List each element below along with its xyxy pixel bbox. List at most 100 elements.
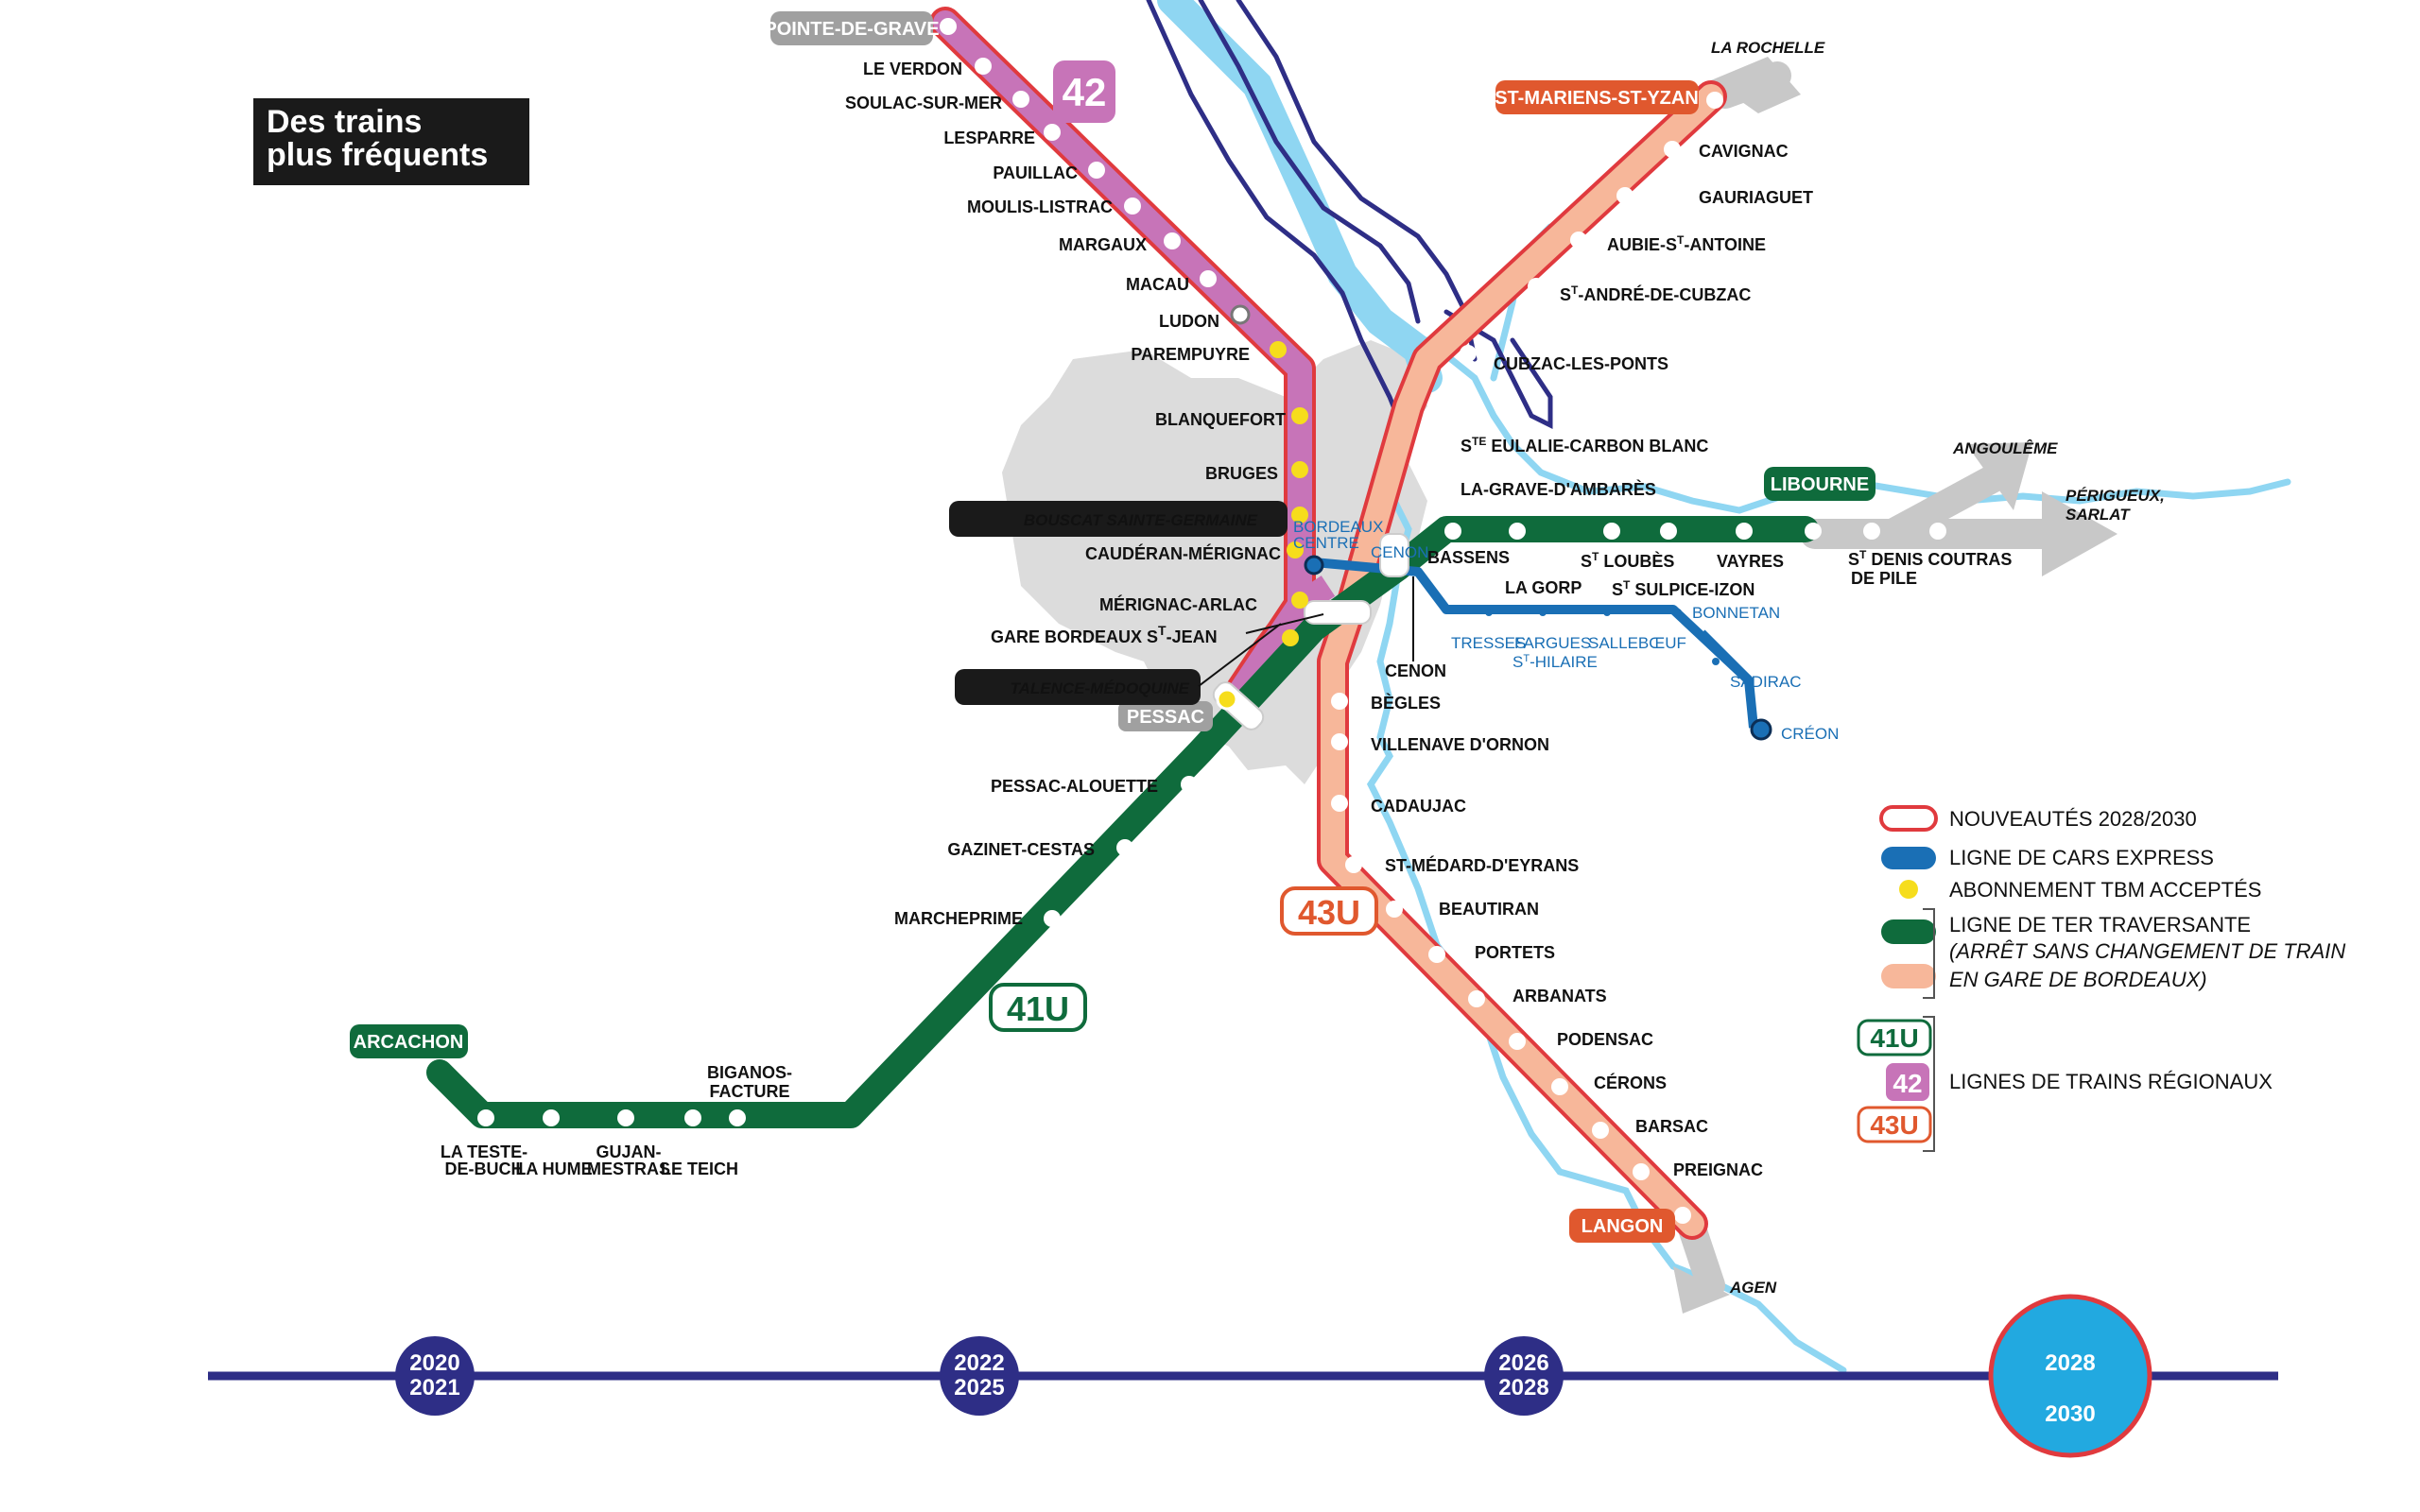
bus-creon: CRÉON (1781, 725, 1839, 743)
svg-text:2028: 2028 (1498, 1375, 1548, 1400)
terminus-st-mariens: ST-MARIENS-ST-YZAN (1495, 80, 1699, 114)
station-dot (1181, 776, 1198, 793)
legend-nouveautes-swatch (1879, 805, 1938, 832)
station-dot (1674, 1207, 1691, 1224)
bus-tresses: TRESSES (1451, 634, 1526, 652)
arrow-agen-head (1673, 1266, 1730, 1314)
station-dot (1460, 345, 1477, 362)
station-soulac: SOULAC-SUR-MER (845, 94, 1002, 112)
station-bruges: BRUGES (1205, 464, 1278, 483)
bus-bonnetan: BONNETAN (1692, 604, 1780, 622)
station-cerons: CÉRONS (1594, 1073, 1667, 1092)
station-dot (1509, 523, 1526, 540)
station-dot (1706, 92, 1723, 109)
legend-ter-note-1: (ARRÊT SANS CHANGEMENT DE TRAIN (1949, 939, 2345, 963)
legend-ter-note-2: EN GARE DE BORDEAUX) (1949, 968, 2207, 991)
station-dot (1386, 901, 1403, 918)
station-dot (1124, 198, 1141, 215)
dest-angouleme: ANGOULÊME (1952, 439, 2058, 457)
legend-nouveautes: NOUVEAUTÉS 2028/2030 (1949, 807, 2197, 831)
station-begles: BÈGLES (1371, 693, 1441, 713)
legend-badge-43u: 43U (1870, 1110, 1918, 1140)
bus-fargues-1: FARGUES (1514, 634, 1591, 652)
station-villenave: VILLENAVE D'ORNON (1371, 735, 1549, 754)
station-dot (1616, 187, 1634, 204)
arrow-angouleme-head (1966, 442, 2032, 510)
station-lagrave: LA-GRAVE-D'AMBARÈS (1461, 479, 1656, 499)
svg-text:ARCACHON: ARCACHON (354, 1032, 464, 1053)
station-stloubes: ST LOUBÈS (1581, 550, 1674, 571)
station-dot (1551, 1078, 1568, 1095)
destination-labels: LA ROCHELLE ANGOULÊME PÉRIGUEUX, SARLAT … (1711, 39, 2165, 1297)
station-dot (1539, 609, 1547, 616)
station-dot (1426, 434, 1443, 451)
station-dot (1603, 523, 1620, 540)
station-dot (1088, 162, 1105, 179)
station-gare-stjean: GARE BORDEAUX ST-JEAN (991, 613, 1324, 687)
map-title: Des trains plus fréquents (253, 98, 529, 185)
station-dot (1291, 507, 1308, 524)
timeline: 2020 2021 2022 2025 2026 2028 2028 2030 (208, 1294, 2278, 1458)
svg-text:LANGON: LANGON (1582, 1216, 1664, 1237)
legend-cars-swatch (1881, 847, 1936, 869)
bus-bordeaux-centre-1: BORDEAUX (1293, 518, 1383, 536)
badge-41u: 41U (989, 983, 1087, 1032)
station-moulis: MOULIS-LISTRAC (967, 198, 1113, 216)
svg-text:2025: 2025 (954, 1375, 1004, 1400)
timeline-2022-2025: 2022 2025 (940, 1336, 1019, 1416)
timeline-2026-2028: 2026 2028 (1484, 1336, 1564, 1416)
station-dot (1012, 91, 1029, 108)
bus-fargues-2: ST-HILAIRE (1512, 653, 1598, 671)
station-macau: MACAU (1126, 275, 1189, 294)
svg-text:2028: 2028 (2045, 1350, 2095, 1376)
bus-salleboeuf: SALLEBŒUF (1588, 634, 1686, 652)
station-dot (1428, 946, 1445, 963)
terminus-pessac: PESSAC (1118, 701, 1213, 731)
bus-bordeaux-centre-2: CENTRE (1293, 534, 1359, 552)
station-dot (1570, 232, 1587, 249)
station-merignac: MÉRIGNAC-ARLAC (1099, 594, 1257, 614)
river-banks (1146, 0, 1553, 447)
station-dot (1270, 341, 1287, 358)
station-parempuyre: PAREMPUYRE (1131, 345, 1250, 364)
station-preignac: PREIGNAC (1673, 1160, 1763, 1179)
station-dot (1331, 693, 1348, 710)
station-dot (1282, 629, 1299, 646)
station-standre: ST-ANDRÉ-DE-CUBZAC (1560, 284, 1751, 304)
station-dot (1287, 541, 1304, 558)
station-dot (1712, 658, 1720, 665)
legend-badge-42: 42 (1893, 1069, 1922, 1098)
station-dot (684, 1109, 701, 1126)
station-dot (1509, 1033, 1526, 1050)
station-podensac: PODENSAC (1557, 1030, 1653, 1049)
station-dot (1863, 523, 1880, 540)
station-bouscat: BOUSCAT SAINTE-GERMAINE (1024, 511, 1258, 529)
svg-text:PESSAC: PESSAC (1127, 707, 1204, 728)
svg-text:2021: 2021 (409, 1375, 459, 1400)
terminus-langon: LANGON (1569, 1209, 1675, 1243)
bus-sadirac: SADIRAC (1730, 673, 1802, 691)
station-dot (1660, 523, 1677, 540)
labels-line-43u-north: CAVIGNAC GAURIAGUET AUBIE-ST-ANTOINE ST-… (1461, 142, 1813, 499)
station-dot (940, 18, 957, 35)
labels-line-42: LE VERDON SOULAC-SUR-MER LESPARRE PAUILL… (845, 60, 1286, 614)
svg-text:2020: 2020 (409, 1350, 459, 1376)
legend-badge-41u: 41U (1870, 1023, 1918, 1053)
station-cauderan: CAUDÉRAN-MÉRIGNAC (1085, 543, 1281, 563)
station-dot (1929, 523, 1946, 540)
station-dot (1044, 910, 1061, 927)
station-dot (1345, 856, 1362, 873)
station-dot (1216, 688, 1238, 711)
station-lahume: LA HUME (515, 1160, 592, 1178)
terminus-arcachon: ARCACHON (350, 1024, 468, 1058)
station-cavignac: CAVIGNAC (1699, 142, 1789, 161)
badge-43u: 43U (1280, 886, 1378, 936)
station-cubzac: CUBZAC-LES-PONTS (1494, 354, 1668, 373)
labels-cars-express: BORDEAUX CENTRE CENON TRESSES FARGUES ST… (1293, 518, 1839, 743)
station-dot (1736, 523, 1753, 540)
svg-text:41U: 41U (1007, 989, 1069, 1028)
station-cadaujac: CADAUJAC (1371, 797, 1466, 816)
station-dot (1468, 990, 1485, 1007)
station-dot (1291, 461, 1308, 478)
bus-cenon: CENON (1371, 543, 1428, 561)
